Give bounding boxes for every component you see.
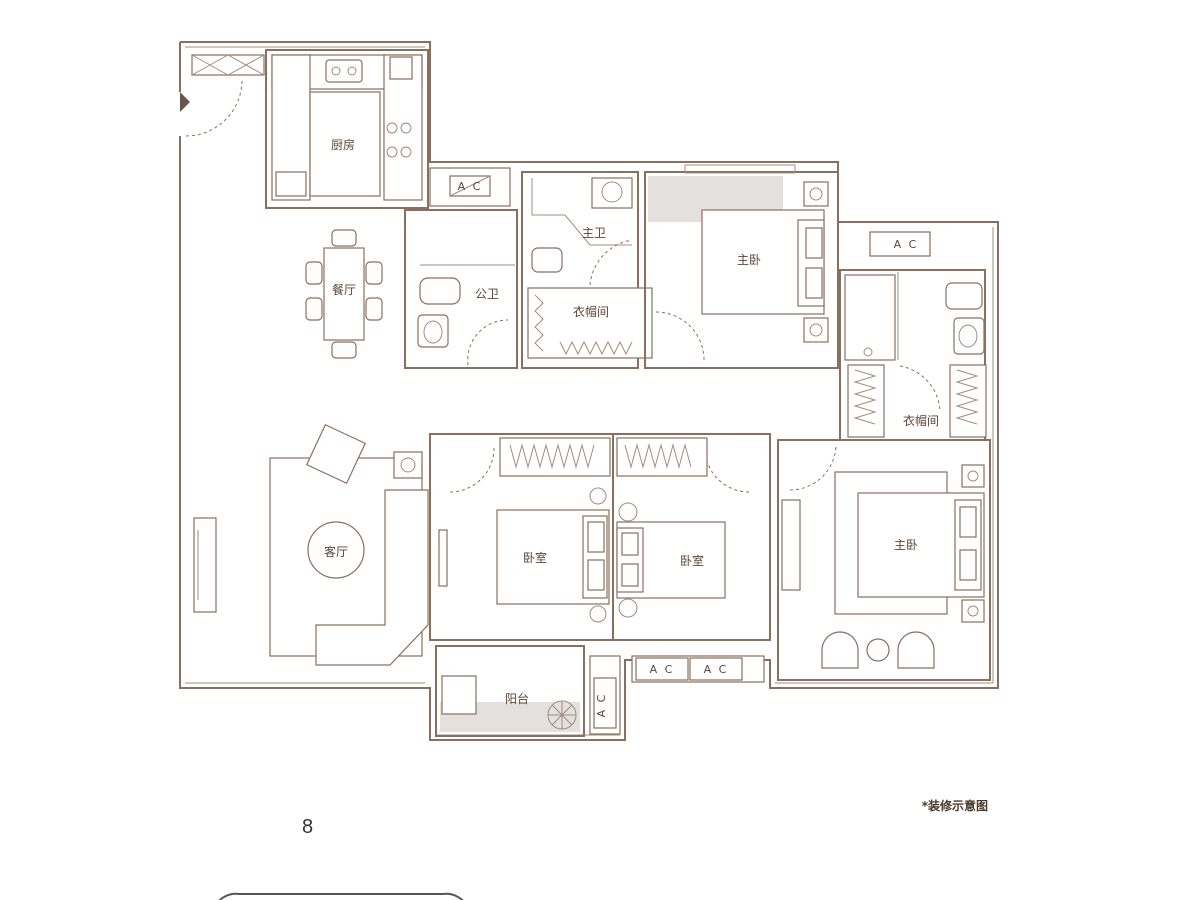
master-bedroom-1 [644,164,839,369]
public-bathroom [404,167,518,369]
room-label-master-bed-2: 主卧 [894,538,918,552]
ac-label-4: A C [704,663,729,676]
ac-label-2: A C [894,238,919,251]
kitchen-area [265,49,429,209]
master-bathroom-1 [521,171,705,369]
room-label-kitchen: 厨房 [331,137,355,152]
ac-label-1: A C [458,180,483,193]
ac-label-5: A C [595,693,608,718]
decoration-note: *装修示意图 [922,798,988,813]
room-label-master-bath: 主卫 [582,226,606,240]
living-room [193,423,429,666]
master-bedroom-2 [777,439,991,681]
exterior-walls [179,41,999,741]
balcony-area [435,645,621,737]
room-label-public-bath: 公卫 [475,287,499,301]
room-label-balcony: 阳台 [505,691,529,706]
room-label-closet-1: 衣帽间 [573,304,609,319]
ac-units [631,655,765,683]
room-label-bedroom-1: 卧室 [523,550,547,565]
entrance-door [176,79,243,137]
room-label-living: 客厅 [324,544,348,559]
entry-window [191,54,265,76]
room-label-master-bed-1: 主卧 [737,253,761,267]
bedrooms-block [429,433,771,641]
room-label-closet-2: 衣帽间 [903,413,939,428]
right-wing-bathroom [839,231,987,441]
ac-label-3: A C [650,663,675,676]
plan-number: 8 [302,816,313,838]
room-label-dining: 餐厅 [332,282,356,297]
room-label-bedroom-2: 卧室 [680,553,704,568]
bottom-rounded-frame [214,892,464,900]
dining-table [305,229,383,359]
